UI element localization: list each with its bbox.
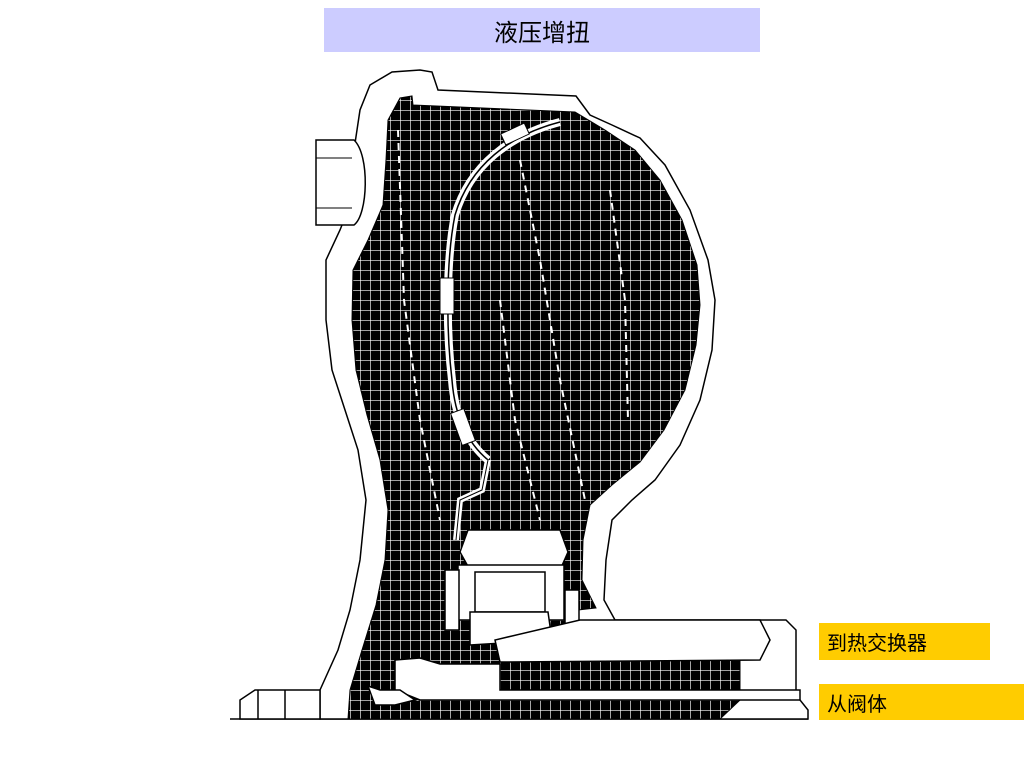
blade-block: [500, 122, 530, 146]
diagram-title: 液压增扭: [324, 8, 760, 52]
blade-block: [439, 277, 455, 315]
to-heat-exchanger-text: 到热交换器: [827, 631, 927, 655]
to-heat-exchanger-label: 到热交换器: [819, 623, 990, 660]
title-text: 液压增扭: [494, 18, 590, 47]
stator-assembly: [444, 529, 580, 646]
cover-knob: [315, 139, 366, 226]
output-shaft: [366, 619, 801, 706]
from-valve-body-label: 从阀体: [819, 684, 1024, 720]
from-valve-body-text: 从阀体: [827, 691, 887, 716]
flow-lines: [397, 129, 629, 521]
blade-block: [449, 407, 477, 447]
base-block: [239, 689, 321, 720]
